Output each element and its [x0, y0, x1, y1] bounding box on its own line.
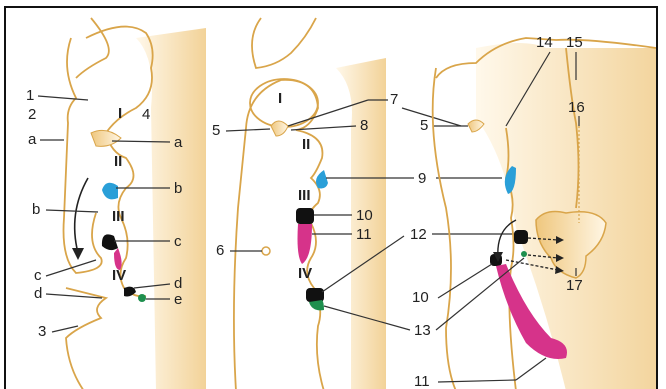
label-7: 7: [390, 91, 398, 108]
left-black-mark-c: [102, 234, 118, 250]
pharyngeal-pouch-diagram: I II III IV 1 2 4 a a b b c c d d e 3: [6, 8, 658, 389]
right-contour-left: [433, 68, 456, 389]
label-3: 3: [38, 323, 46, 340]
label-12: 12: [410, 226, 427, 243]
left-contour-top: [76, 18, 109, 78]
label-c-right: c: [174, 233, 182, 250]
label-b-right: b: [174, 180, 182, 197]
diagram-frame: I II III IV 1 2 4 a a b b c c d d e 3: [4, 6, 658, 389]
left-pouch-a: [91, 130, 121, 146]
right-black-mark-upper: [514, 230, 528, 244]
leader-7c: [402, 108, 461, 126]
label-e: e: [174, 291, 182, 308]
middle-pouch-5: [271, 121, 288, 136]
left-roman-2: II: [114, 153, 122, 170]
middle-panel: I II III IV 5 7 8 9 6 10 11 12: [212, 18, 514, 389]
right-green-mark: [521, 251, 527, 257]
leader-c-left: [46, 260, 96, 276]
label-15: 15: [566, 34, 583, 51]
right-leader-10: [438, 264, 492, 298]
middle-blue-mark: [316, 170, 328, 188]
middle-small-circle: [262, 247, 270, 255]
label-a-right: a: [174, 134, 183, 151]
label-16: 16: [568, 99, 585, 116]
middle-contour-top: [252, 18, 316, 68]
label-9: 9: [418, 170, 426, 187]
middle-roman-3: III: [298, 187, 311, 204]
middle-roman-4: IV: [298, 265, 312, 282]
label-2: 2: [28, 106, 36, 123]
middle-leader-5: [226, 129, 270, 131]
label-13: 13: [414, 322, 431, 339]
middle-black-mark-12: [306, 288, 324, 302]
middle-roman-1: I: [278, 90, 282, 107]
label-c-left: c: [34, 267, 42, 284]
right-leader-11b: [516, 358, 546, 380]
leader-b-left: [46, 210, 98, 212]
label-6: 6: [216, 242, 224, 259]
right-label-5: 5: [420, 117, 428, 134]
left-contour-lower: [66, 288, 106, 389]
label-d-right: d: [174, 275, 182, 292]
label-17: 17: [566, 277, 583, 294]
middle-magenta-mark: [298, 224, 313, 264]
label-4: 4: [142, 106, 150, 123]
label-14: 14: [536, 34, 553, 51]
left-green-mark: [138, 294, 146, 302]
label-d-left: d: [34, 285, 42, 302]
left-blue-mark: [102, 183, 118, 200]
left-roman-4: IV: [112, 267, 126, 284]
right-label-10: 10: [412, 289, 429, 306]
label-8: 8: [360, 117, 368, 134]
leader-1: [38, 96, 88, 100]
middle-roman-2: II: [302, 136, 310, 153]
label-1: 1: [26, 87, 34, 104]
right-pouch-5: [468, 120, 484, 132]
left-tissue-shade: [136, 28, 206, 389]
left-flow-arrow: [75, 178, 88, 253]
middle-black-mark-10: [296, 208, 314, 224]
middle-label-5: 5: [212, 122, 220, 139]
left-panel: I II III IV 1 2 4 a a b b c c d d e 3: [26, 18, 206, 389]
label-b-left: b: [32, 201, 40, 218]
left-flow-arrowhead: [72, 248, 84, 260]
left-roman-1: I: [118, 105, 122, 122]
middle-label-11: 11: [356, 226, 372, 243]
right-label-11: 11: [414, 373, 430, 389]
middle-label-10: 10: [356, 207, 373, 224]
left-roman-3: III: [112, 208, 125, 225]
label-a-left: a: [28, 131, 37, 148]
right-leader-11a: [438, 380, 516, 382]
